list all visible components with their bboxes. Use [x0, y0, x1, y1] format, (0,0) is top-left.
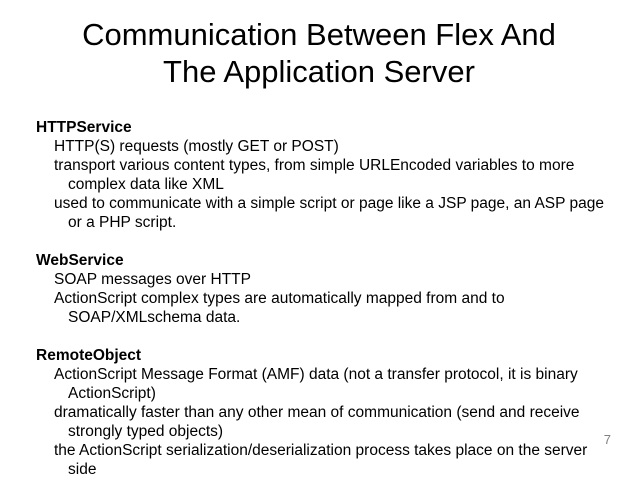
page-title: Communication Between Flex And The Appli…: [26, 16, 612, 90]
bullet-list: HTTP(S) requests (mostly GET or POST) tr…: [0, 137, 638, 232]
slide-body: HTTPService HTTP(S) requests (mostly GET…: [0, 118, 638, 478]
section-httpservice: HTTPService HTTP(S) requests (mostly GET…: [0, 118, 638, 232]
section-heading: HTTPService: [36, 119, 132, 136]
list-item: HTTP(S) requests (mostly GET or POST): [54, 138, 339, 155]
list-item: SOAP messages over HTTP: [54, 271, 251, 288]
bullet-list: ActionScript Message Format (AMF) data (…: [0, 365, 638, 478]
list-item: dramatically faster than any other mean …: [54, 404, 580, 440]
list-item: ActionScript complex types are automatic…: [54, 290, 505, 326]
bullet-list: SOAP messages over HTTP ActionScript com…: [0, 270, 638, 327]
page-number: 7: [603, 432, 611, 447]
section-heading: WebService: [36, 252, 124, 269]
page-title-line-1: Communication Between Flex And: [82, 17, 556, 52]
list-item: used to communicate with a simple script…: [54, 195, 604, 231]
list-item: the ActionScript serialization/deseriali…: [54, 442, 588, 478]
list-item: transport various content types, from si…: [54, 157, 575, 193]
list-item: ActionScript Message Format (AMF) data (…: [54, 366, 578, 402]
section-webservice: WebService SOAP messages over HTTP Actio…: [0, 251, 638, 327]
section-remoteobject: RemoteObject ActionScript Message Format…: [0, 346, 638, 478]
page-title-line-2: The Application Server: [163, 54, 475, 89]
section-heading: RemoteObject: [36, 347, 142, 364]
